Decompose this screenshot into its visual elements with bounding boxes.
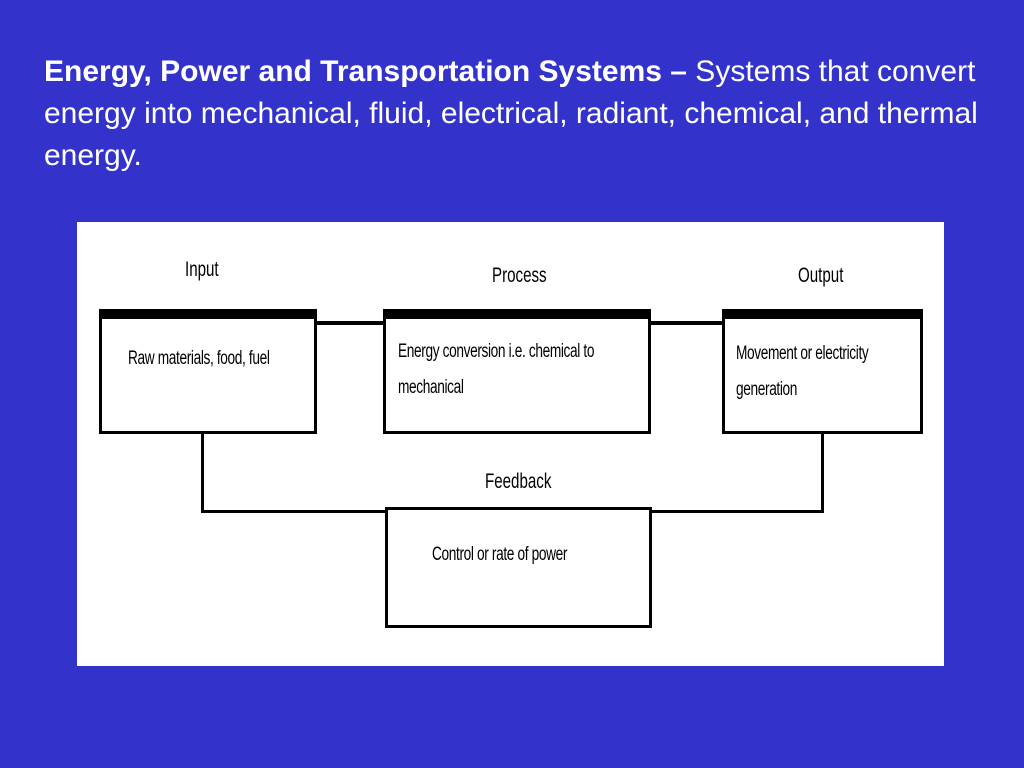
process-box: Energy conversion i.e. chemical to mecha… (383, 309, 651, 434)
connector-feedback-bottom-left (201, 510, 387, 513)
output-box: Movement or electricity generation (722, 309, 923, 434)
heading-term: Energy, Power and Transportation Systems… (44, 55, 687, 88)
process-box-text-line2: mechanical (398, 377, 464, 398)
feedback-box-text: Control or rate of power (432, 544, 568, 565)
input-box-text: Raw materials, food, fuel (128, 348, 270, 369)
system-diagram: Input Process Output Feedback Raw materi… (77, 222, 944, 666)
process-box-text-line1: Energy conversion i.e. chemical to (398, 341, 595, 362)
connector-input-down (201, 432, 204, 513)
slide-heading: Energy, Power and Transportation Systems… (44, 51, 1004, 177)
connector-output-down (821, 432, 824, 513)
connector-feedback-bottom-right (651, 510, 824, 513)
output-label: Output (798, 264, 844, 287)
input-label: Input (185, 258, 219, 281)
feedback-box: Control or rate of power (385, 507, 652, 628)
connector-input-process (313, 321, 387, 325)
input-box: Raw materials, food, fuel (99, 309, 317, 434)
output-box-text-line1: Movement or electricity (736, 343, 869, 364)
heading-definition: Systems that convert energy into mechani… (44, 55, 978, 172)
feedback-label: Feedback (485, 470, 552, 493)
output-box-text-line2: generation (736, 379, 798, 400)
connector-process-output (649, 321, 723, 325)
process-label: Process (492, 264, 547, 287)
